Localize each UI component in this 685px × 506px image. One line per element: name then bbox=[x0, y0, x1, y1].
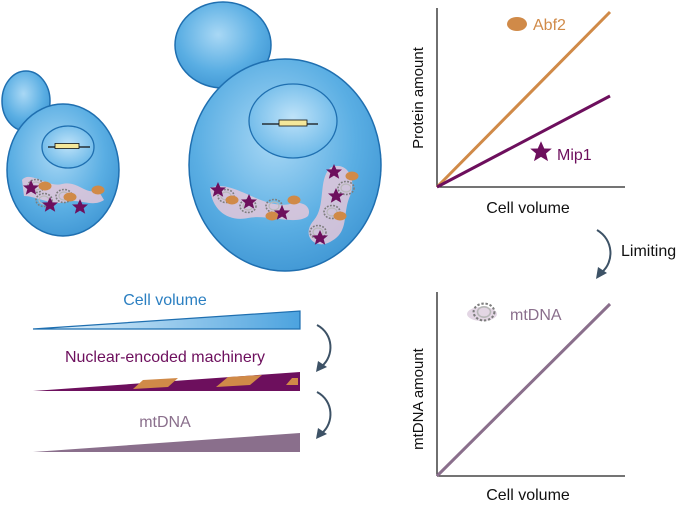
mip1-legend-label: Mip1 bbox=[557, 147, 592, 164]
protein-chart-ylabel: Protein amount bbox=[410, 46, 427, 149]
mtdna-bar: mtDNA bbox=[33, 414, 300, 452]
mtdna-chart-ylabel: mtDNA amount bbox=[410, 347, 427, 450]
small-cell-body bbox=[6, 103, 120, 237]
machinery-abf2-stripe-3 bbox=[286, 378, 298, 385]
machinery-bar: Nuclear-encoded machinery bbox=[33, 349, 300, 391]
mtdna-amount-chart: mtDNA amount Cell volume mtDNA bbox=[410, 292, 625, 504]
mip1-series-line bbox=[436, 94, 611, 189]
limiting-arrow: Limiting bbox=[596, 229, 676, 279]
mtdna-coil-icon bbox=[472, 302, 496, 322]
mtdna-series-line bbox=[435, 302, 612, 478]
small-yeast-cell bbox=[1, 70, 120, 237]
mtdna-chart-xlabel: Cell volume bbox=[486, 487, 570, 504]
abf2-series-line bbox=[435, 10, 612, 189]
arrowhead-icon bbox=[316, 361, 327, 372]
large-yeast-cell bbox=[174, 1, 382, 272]
curved-arrow-icon bbox=[316, 324, 332, 367]
cell-volume-wedge bbox=[32, 310, 301, 330]
machinery-bar-label: Nuclear-encoded machinery bbox=[65, 349, 265, 366]
small-cell-mitochondria bbox=[22, 176, 105, 214]
machinery-abf2-stripe-2 bbox=[216, 375, 262, 387]
protein-chart-xlabel: Cell volume bbox=[486, 200, 570, 217]
protein-amount-chart: Protein amount Cell volume Abf2 Mip1 bbox=[410, 8, 625, 217]
abf2-icon bbox=[507, 17, 527, 31]
large-cell-gene bbox=[262, 119, 318, 127]
mtdna-blob-icon bbox=[467, 307, 497, 321]
mtdna-bar-label: mtDNA bbox=[139, 414, 191, 431]
machinery-abf2-stripe-1 bbox=[133, 378, 178, 389]
mip1-legend: Mip1 bbox=[530, 141, 592, 164]
bar-arrows bbox=[316, 324, 332, 439]
arrowhead-icon bbox=[596, 267, 607, 279]
abf2-legend: Abf2 bbox=[507, 17, 566, 34]
small-cell-gene bbox=[48, 143, 90, 149]
mtdna-legend-label: mtDNA bbox=[510, 307, 562, 324]
limiting-label: Limiting bbox=[621, 243, 676, 260]
mtdna-wedge bbox=[33, 433, 300, 452]
abf2-legend-label: Abf2 bbox=[533, 17, 566, 34]
cell-volume-bar-label: Cell volume bbox=[123, 292, 207, 309]
mip1-star-icon bbox=[530, 141, 552, 162]
curved-arrow-icon bbox=[316, 391, 332, 434]
cell-volume-bar: Cell volume bbox=[32, 292, 301, 330]
large-cell-mitochondria bbox=[210, 164, 359, 245]
mtdna-legend: mtDNA bbox=[467, 302, 562, 324]
arrowhead-icon bbox=[316, 428, 327, 439]
curved-arrow-icon bbox=[596, 229, 612, 273]
